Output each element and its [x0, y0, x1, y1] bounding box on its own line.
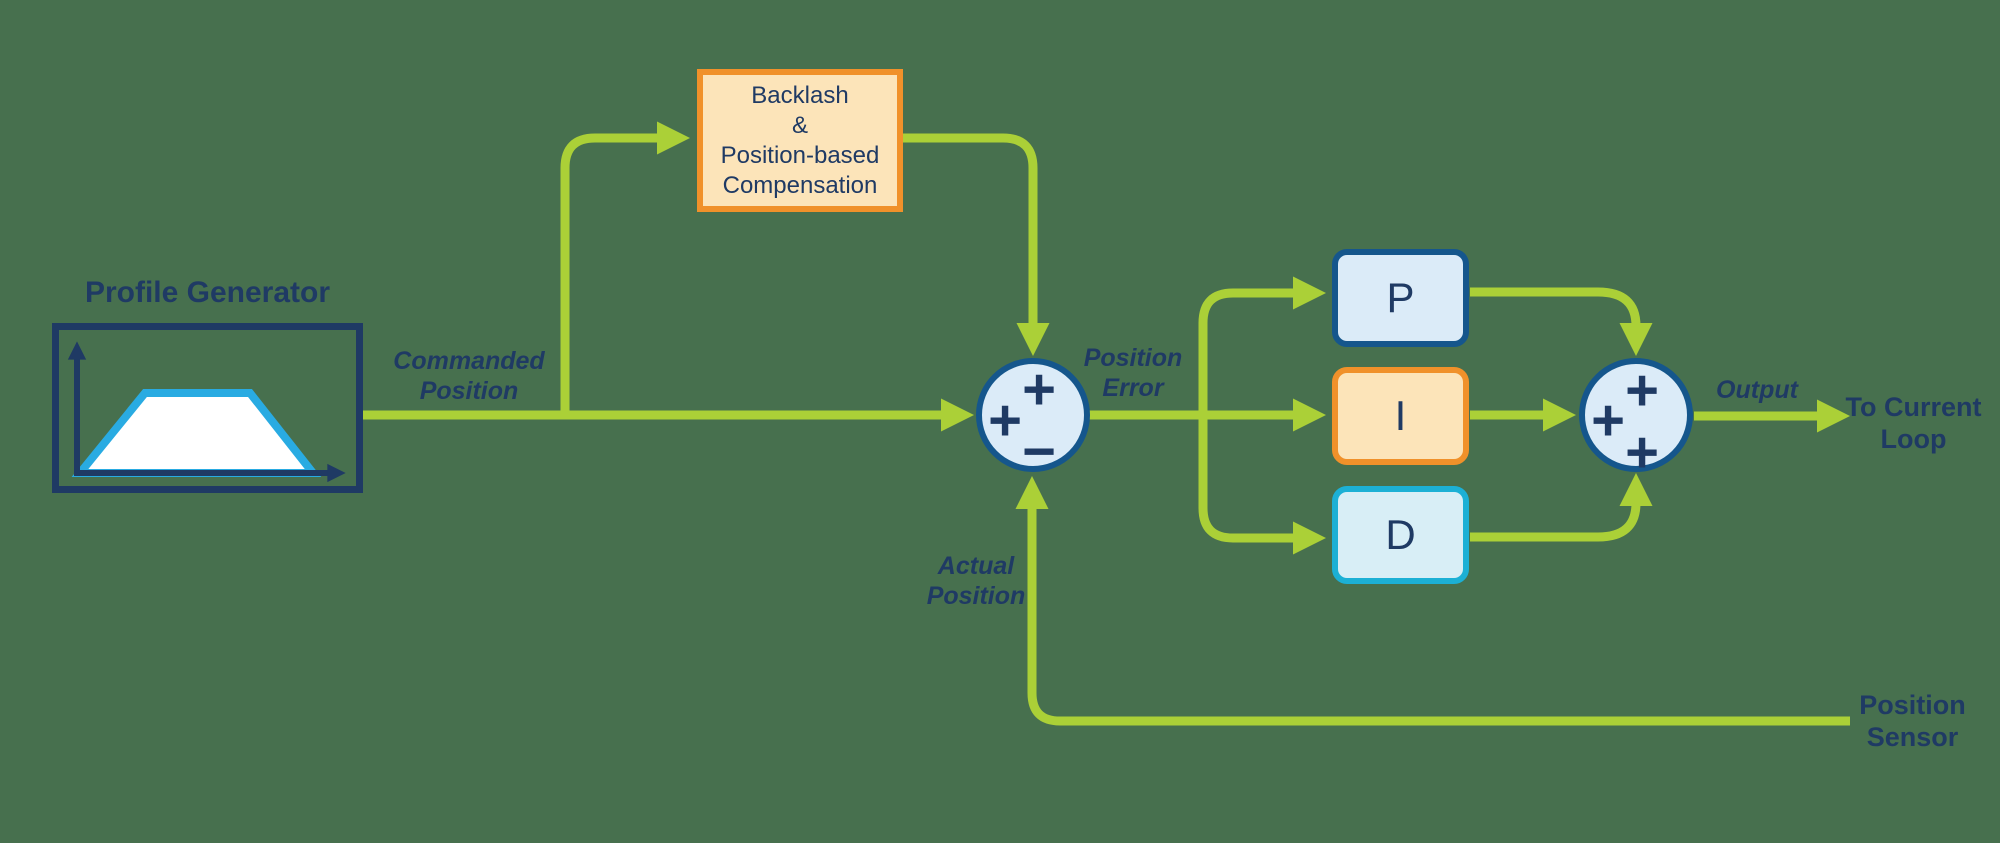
label-position-sensor: Position Sensor	[1835, 690, 1990, 754]
label-actual-position-line1: Actual	[937, 552, 1015, 580]
summing-junction-error: + + −	[976, 357, 1090, 481]
wire-p-to-sum2	[1470, 287, 1653, 356]
label-commanded-position: Commanded Position	[369, 347, 569, 406]
trapezoid-profile	[71, 389, 322, 477]
wire-branch-to-backlash	[560, 121, 690, 415]
wire-d-to-sum2	[1470, 473, 1653, 542]
profile-generator-title: Profile Generator	[84, 276, 331, 309]
i-controller-box: I	[1332, 367, 1469, 465]
label-position-sensor-line1: Position	[1859, 690, 1966, 720]
label-to-current-loop-line2: Loop	[1880, 423, 1947, 454]
p-controller-box: P	[1332, 249, 1469, 347]
sum1-minus-bottom: −	[1022, 419, 1056, 484]
d-controller-box: D	[1332, 486, 1469, 584]
label-actual-position-line2: Position	[926, 581, 1026, 610]
label-to-current-loop-line1: To Current	[1845, 392, 1982, 422]
backlash-box-line3: Position-based	[720, 141, 880, 169]
backlash-box-line1: Backlash	[751, 81, 849, 109]
label-commanded-position-line2: Position	[419, 376, 519, 405]
wire-backlash-to-sum1	[903, 133, 1050, 356]
label-actual-position: Actual Position	[886, 552, 1066, 611]
label-position-sensor-line2: Sensor	[1866, 721, 1959, 752]
backlash-box-line4: Compensation	[722, 171, 878, 199]
label-position-error: Position Error	[1055, 344, 1211, 403]
wire-split-to-d	[1198, 415, 1326, 555]
sum1-plus-top: +	[1022, 357, 1056, 422]
i-controller-label: I	[1394, 392, 1407, 439]
sum1-plus-left: +	[988, 388, 1022, 453]
sum2-plus-bottom: +	[1625, 420, 1659, 485]
profile-generator-box	[52, 323, 363, 493]
wire-split-to-p	[1198, 276, 1326, 415]
backlash-compensation-box: Backlash & Position-based Compensation	[697, 69, 903, 212]
sum2-plus-top: +	[1625, 358, 1659, 423]
d-controller-label: D	[1385, 511, 1416, 558]
sum2-plus-left: +	[1591, 388, 1625, 453]
backlash-box-line2: &	[791, 111, 808, 139]
label-position-error-line1: Position	[1083, 344, 1183, 372]
label-commanded-position-line1: Commanded	[393, 347, 545, 375]
label-to-current-loop: To Current Loop	[1836, 392, 1991, 456]
label-output-text: Output	[1716, 376, 1798, 404]
label-output: Output	[1697, 376, 1817, 406]
summing-junction-output: + + +	[1579, 358, 1693, 482]
label-position-error-line2: Error	[1102, 373, 1164, 402]
motion-profile-plot	[67, 341, 346, 483]
wire-feedback-actual-position	[1015, 476, 1850, 726]
p-controller-label: P	[1386, 274, 1415, 321]
